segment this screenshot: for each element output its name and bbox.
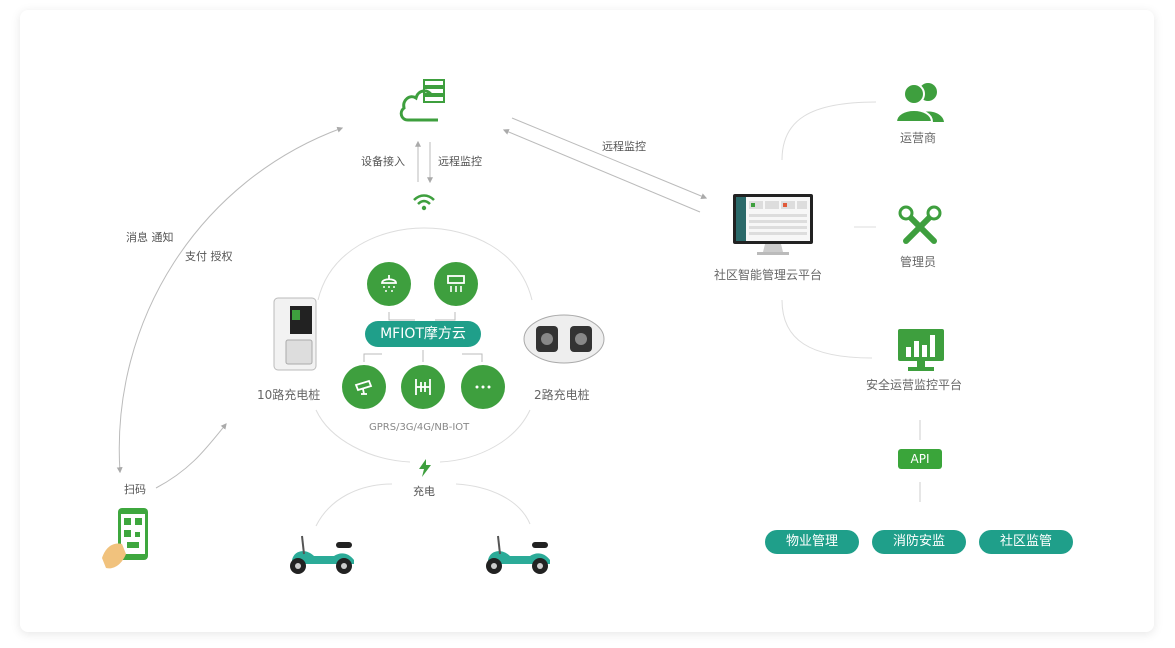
more-icon <box>461 365 505 409</box>
message-notify-label: 消息 通知 <box>126 231 174 244</box>
app-property-management: 物业管理 <box>765 530 859 554</box>
monitor-icon <box>731 192 815 258</box>
device-access-label: 设备接入 <box>361 155 405 168</box>
pile-2-label: 2路充电桩 <box>534 388 590 402</box>
mfiot-cloud-pill: MFIOT摩方云 <box>365 321 481 347</box>
safety-platform-label: 安全运营监控平台 <box>866 378 963 392</box>
cloud-server-icon <box>398 76 450 124</box>
pile-10-label: 10路充电桩 <box>257 388 321 402</box>
pay-auth-label: 支付 授权 <box>185 250 233 263</box>
app-fire-safety: 消防安监 <box>872 530 966 554</box>
charge-label: 充电 <box>413 485 435 498</box>
gate-icon <box>401 365 445 409</box>
tools-icon <box>898 205 942 249</box>
users-icon <box>894 80 946 124</box>
app-community-supervision: 社区监管 <box>979 530 1073 554</box>
charging-pile-10-image <box>272 296 318 372</box>
api-badge: API <box>898 449 942 469</box>
scooter-left-image <box>284 532 358 578</box>
water-heater-icon <box>434 262 478 306</box>
phone-qr-icon <box>100 506 154 572</box>
scan-code-label: 扫码 <box>124 483 146 496</box>
remote-monitor-right-label: 远程监控 <box>602 140 646 153</box>
dashboard-icon <box>896 327 946 373</box>
community-platform-label: 社区智能管理云平台 <box>714 268 823 282</box>
network-label: GPRS/3G/4G/NB-IOT <box>369 422 470 433</box>
scooter-right-image <box>480 532 554 578</box>
charging-pile-2-image <box>522 312 606 366</box>
wifi-icon <box>412 193 436 217</box>
remote-monitor-label: 远程监控 <box>438 155 482 168</box>
admin-label: 管理员 <box>900 255 937 269</box>
shower-icon <box>367 262 411 306</box>
operator-label: 运营商 <box>900 131 937 145</box>
camera-icon <box>342 365 386 409</box>
lightning-icon <box>418 459 432 481</box>
